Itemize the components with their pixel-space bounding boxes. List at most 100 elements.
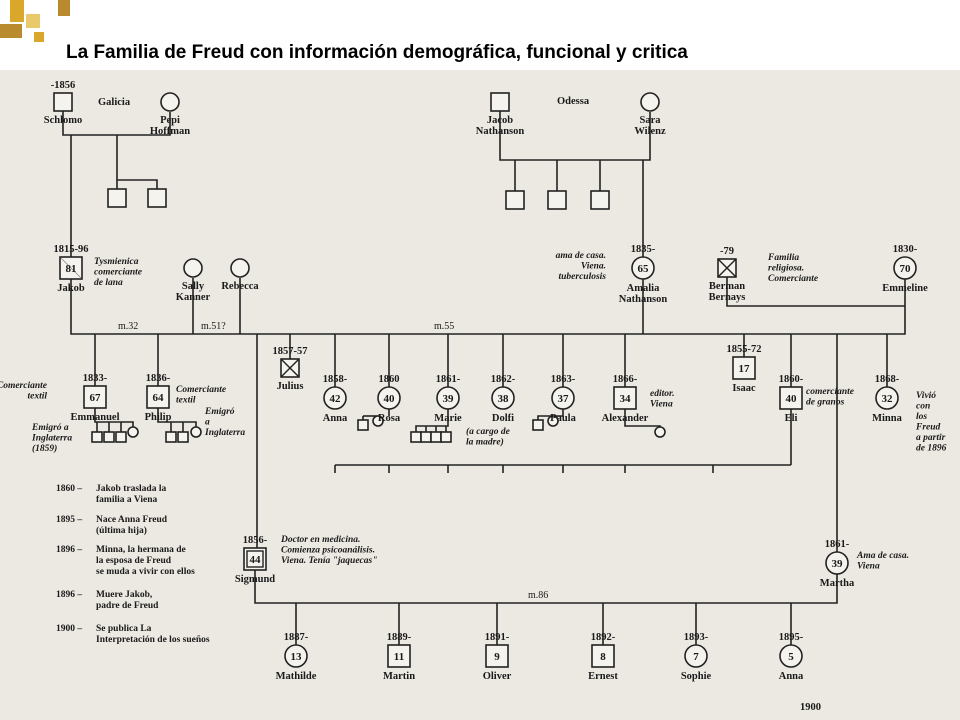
note-n_dolfi: la madre) <box>466 437 504 448</box>
birth-year: 1860- <box>779 374 804 385</box>
note-n_philip: Comerciante <box>176 385 227 395</box>
timeline-text: Se publica La <box>96 624 152 634</box>
note-n_amalia: ama de casa. <box>556 251 606 261</box>
person-amalia <box>631 256 655 280</box>
timeline-text: familia a Viena <box>96 495 157 505</box>
timeline-year: 1896 – <box>56 590 82 600</box>
age-number: 5 <box>788 651 794 663</box>
note-n_emmanuel: textil <box>27 392 47 402</box>
person-g1a <box>107 188 127 208</box>
person-berman <box>717 258 737 278</box>
female-circle <box>377 386 401 410</box>
person-ob7 <box>190 426 202 438</box>
person-marie <box>436 386 460 410</box>
note-n_martha: Viena <box>857 562 880 572</box>
note-n_dolfi: (a cargo de <box>466 426 511 437</box>
person-name: Berman <box>709 281 745 292</box>
birth-year: 1861- <box>825 539 850 550</box>
female-circle <box>372 415 384 427</box>
male-square <box>107 188 127 208</box>
birth-year: 1861- <box>436 374 461 385</box>
male-square <box>387 644 411 668</box>
male-square <box>613 386 637 410</box>
person-name: Martha <box>820 578 855 589</box>
birth-year: 1895- <box>779 632 804 643</box>
age-number: 39 <box>832 558 844 570</box>
person-name: Martin <box>383 671 415 682</box>
birth-year: 1835- <box>631 244 656 255</box>
person-name: Oliver <box>483 671 512 682</box>
person-name: Mathilde <box>276 671 317 682</box>
person-name: Jakob <box>57 283 85 294</box>
person-name: Schlomo <box>44 115 83 126</box>
male-square <box>147 188 167 208</box>
note-n_emmanuel2: Emigró a <box>31 423 69 433</box>
male-square <box>505 190 525 210</box>
note-n_philip2: Inglaterra <box>204 428 245 438</box>
index-inner-square <box>246 550 264 568</box>
person-name: Minna <box>872 413 903 424</box>
family-members <box>53 92 917 668</box>
note-n_alexander: editor. <box>650 389 675 399</box>
marriage-line-sigmund-martha <box>254 570 838 604</box>
male-square <box>532 419 544 431</box>
timeline-text: Nace Anna Freud <box>96 515 168 525</box>
note-n_minna: los <box>916 412 927 422</box>
note-n_alexander: Viena <box>650 400 673 410</box>
age-number: 44 <box>250 554 262 566</box>
marriage-m32: m.32 <box>118 321 138 332</box>
age-number: 13 <box>291 651 303 663</box>
note-n_philip: textil <box>176 396 196 406</box>
male-square <box>410 431 422 443</box>
male-square <box>53 92 73 112</box>
person-name: Hoffman <box>150 126 190 137</box>
age-number: 32 <box>882 393 894 405</box>
timeline-text: se muda a vivir con ellos <box>96 567 195 577</box>
note-n_minna: Freud <box>915 423 941 433</box>
female-circle <box>230 258 250 278</box>
birth-year: 1863- <box>551 374 576 385</box>
person-name: Nathanson <box>476 126 525 137</box>
couple-line-jacob-sara <box>499 111 651 161</box>
male-square <box>357 419 369 431</box>
birth-year: 1830- <box>893 244 918 255</box>
male-square <box>430 431 442 443</box>
person-martha <box>825 551 849 575</box>
birth-year: 1862- <box>491 374 516 385</box>
person-philip <box>146 385 170 409</box>
relationship-lines <box>62 111 906 645</box>
person-name: Ernest <box>588 671 618 682</box>
deco-block-1 <box>10 0 24 22</box>
female-circle <box>436 386 460 410</box>
female-circle <box>875 386 899 410</box>
female-circle <box>323 386 347 410</box>
person-name: Marie <box>434 413 462 424</box>
age-number: 42 <box>330 393 342 405</box>
deco-block-5 <box>58 0 70 16</box>
age-number: 11 <box>394 651 404 663</box>
note-n_berman: Familia <box>767 253 799 263</box>
person-sara <box>640 92 660 112</box>
timeline-year: 1896 – <box>56 545 82 555</box>
person-ob2 <box>103 431 115 443</box>
male-square <box>243 547 267 571</box>
note-n_sigmund: Comienza psicoanálisis. <box>281 546 375 556</box>
person-ob13 <box>440 431 452 443</box>
timeline-year: 1895 – <box>56 515 82 525</box>
person-name: Dolfi <box>492 413 514 424</box>
person-ob10 <box>410 431 422 443</box>
person-ob8 <box>357 419 369 431</box>
timeline-year: 1860 – <box>56 484 82 494</box>
male-square <box>590 190 610 210</box>
male-square <box>420 431 432 443</box>
person-oliver <box>485 644 509 668</box>
note-n_minna: a partir <box>916 433 946 443</box>
male-square <box>591 644 615 668</box>
person-ob5 <box>165 431 177 443</box>
person-name: Sally <box>182 281 205 292</box>
male-square <box>177 431 189 443</box>
person-name: Sara <box>640 115 662 126</box>
female-circle <box>547 415 559 427</box>
deco-block-2 <box>0 24 22 38</box>
